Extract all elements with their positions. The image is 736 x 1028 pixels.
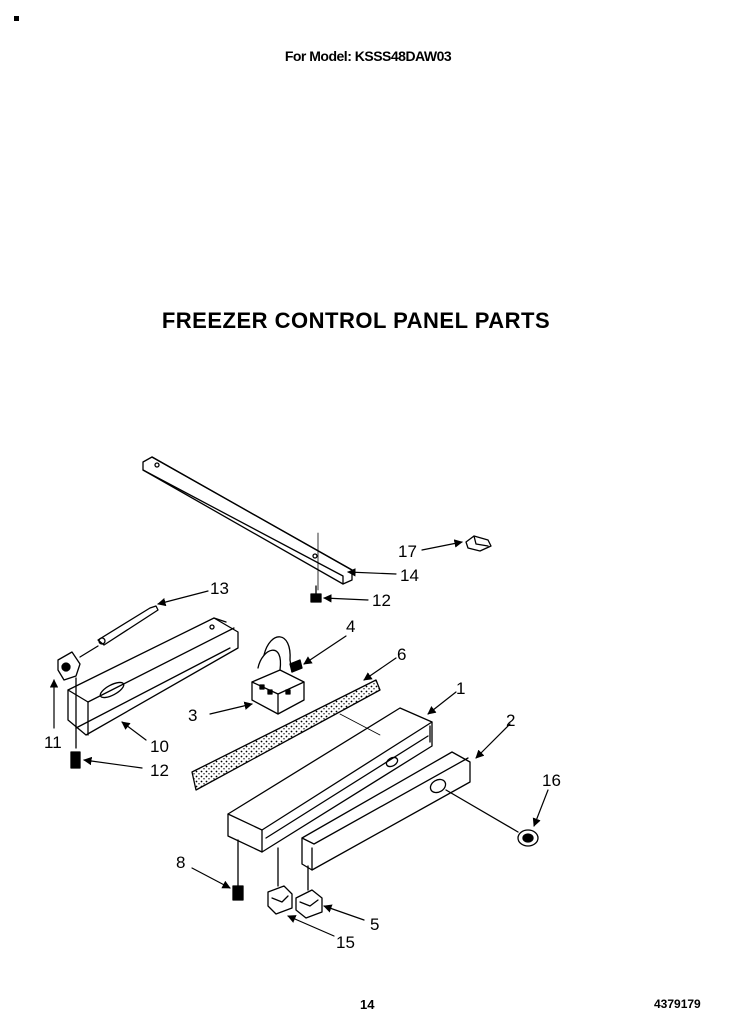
callout-12-upper: 12 xyxy=(372,591,391,610)
insulation-strip-part xyxy=(191,679,381,791)
control-housing-plate xyxy=(67,617,239,736)
top-bracket-part xyxy=(142,456,353,591)
callout-5: 5 xyxy=(370,915,379,934)
callout-3: 3 xyxy=(188,706,197,725)
corner-mark xyxy=(14,16,19,21)
callout-10: 10 xyxy=(150,737,169,756)
screw-4-part xyxy=(289,659,303,673)
callout-11: 11 xyxy=(44,733,62,752)
callout-6: 6 xyxy=(397,645,406,664)
callout-17: 17 xyxy=(398,542,417,561)
bracket-15-part xyxy=(267,847,293,915)
diagram-title: FREEZER CONTROL PANEL PARTS xyxy=(161,308,551,333)
bracket-5-part xyxy=(295,865,323,919)
control-unit-part xyxy=(251,636,305,715)
page-number: 14 xyxy=(360,997,375,1012)
leader-arrows xyxy=(49,539,549,937)
knob-bracket-part xyxy=(57,651,81,749)
callout-1: 1 xyxy=(456,679,465,698)
callout-4: 4 xyxy=(346,617,355,636)
clip-part xyxy=(465,535,492,552)
screw-8-part xyxy=(232,839,244,901)
callout-13: 13 xyxy=(210,579,229,598)
document-part-number: 4379179 xyxy=(654,997,701,1011)
callout-15: 15 xyxy=(336,933,355,952)
callout-8: 8 xyxy=(176,853,185,872)
sensor-tube-part xyxy=(79,605,159,658)
model-line: For Model: KSSS48DAW03 xyxy=(284,48,452,64)
callout-2: 2 xyxy=(506,711,515,730)
front-panel-part xyxy=(227,707,433,853)
overlay-panel-part xyxy=(301,751,471,871)
callout-12-lower: 12 xyxy=(150,761,169,780)
callout-16: 16 xyxy=(542,771,561,790)
callout-14: 14 xyxy=(400,566,419,585)
screw-top-part xyxy=(310,585,322,603)
screw-left-part xyxy=(70,751,81,769)
knob-part xyxy=(445,789,539,847)
